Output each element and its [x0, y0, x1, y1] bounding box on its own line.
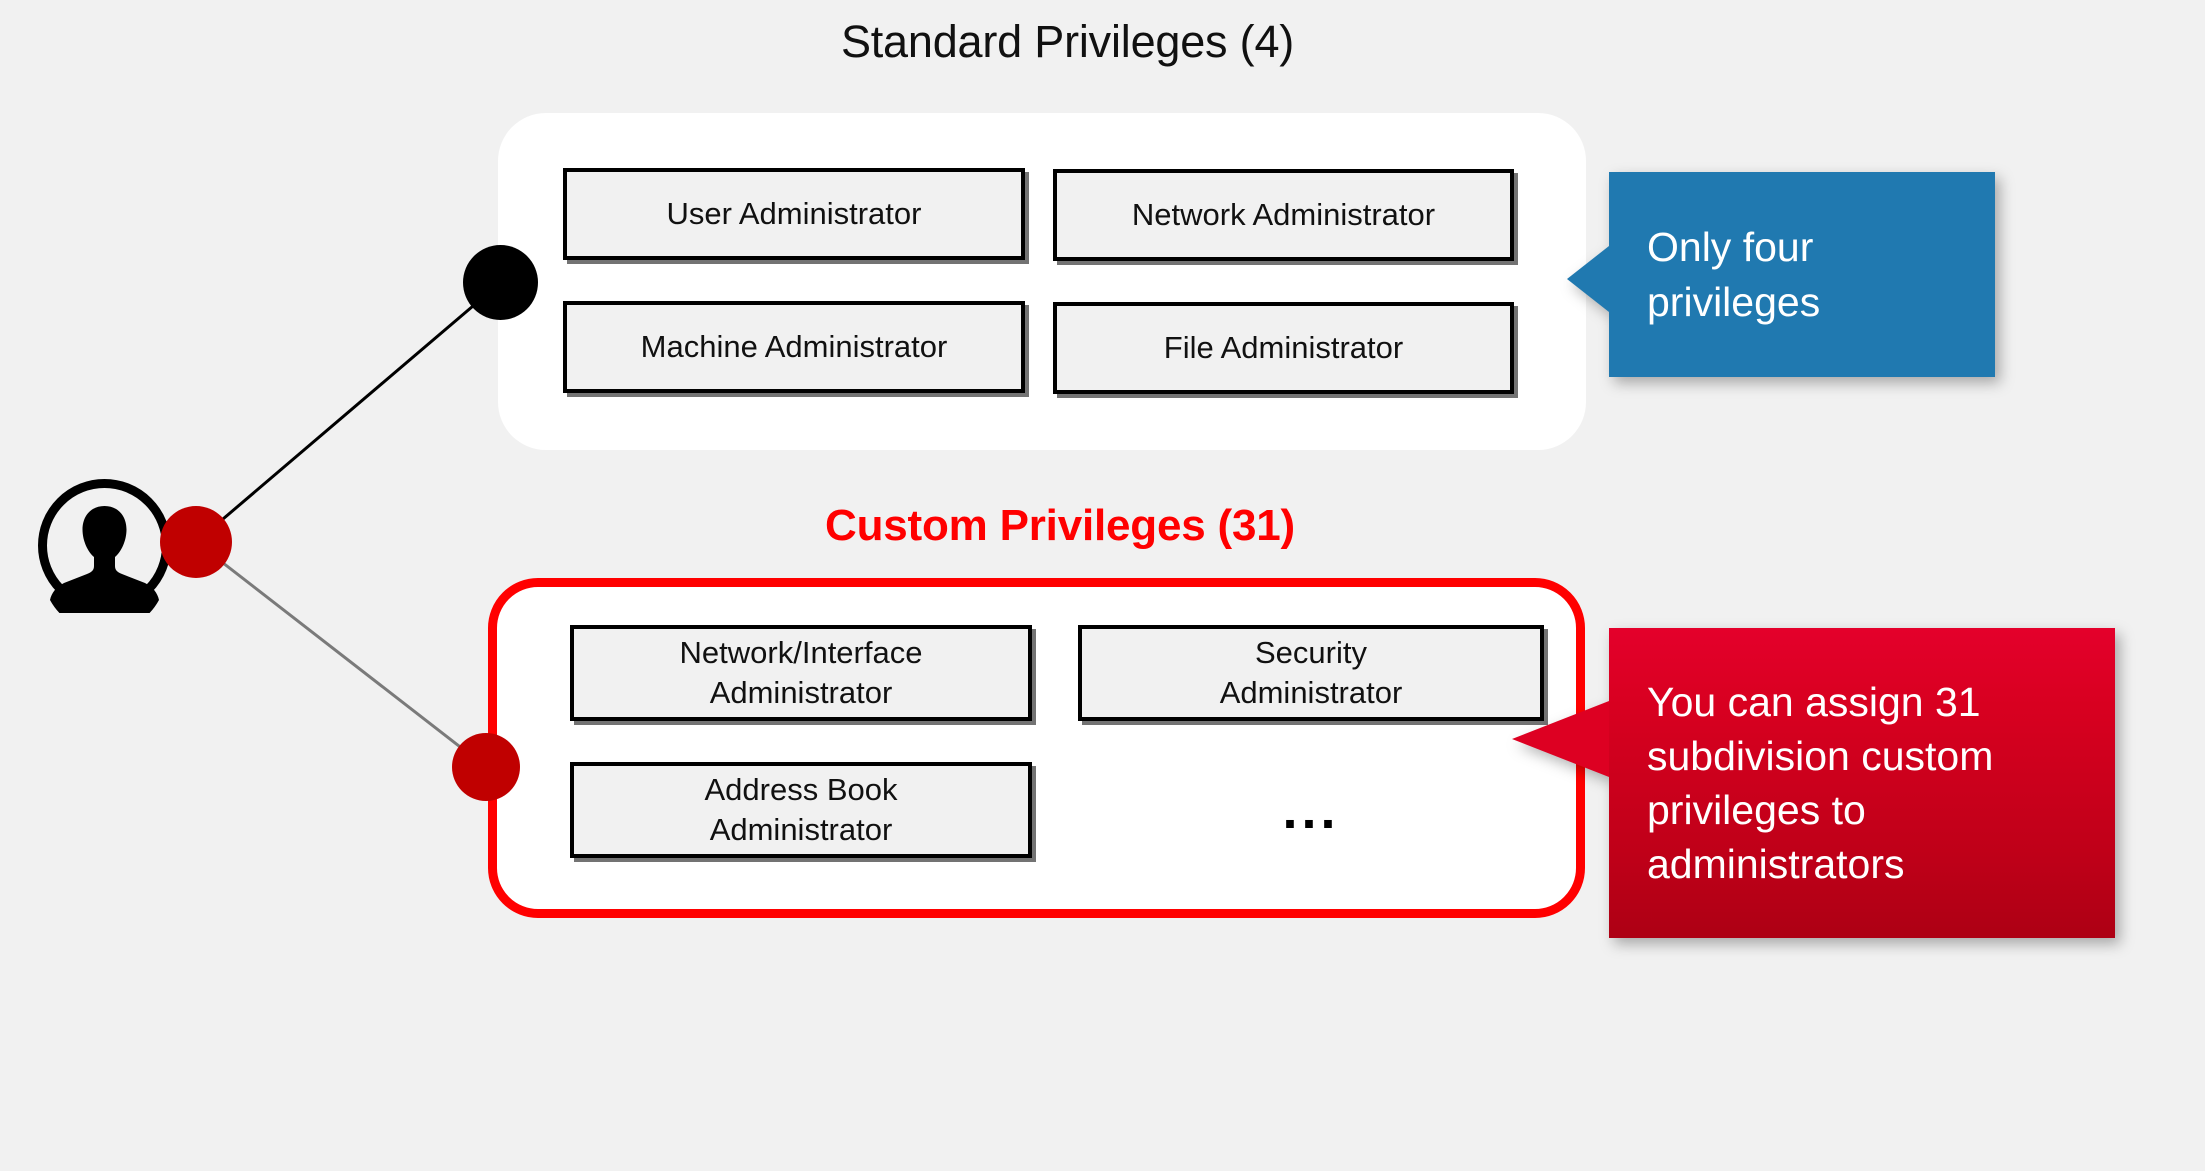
privilege-label-wrap: Network/Interface Administrator: [680, 633, 923, 712]
privilege-label-wrap: Security Administrator: [1220, 633, 1403, 712]
privilege-label-line2: Administrator: [1219, 675, 1403, 710]
callout-line2: privileges: [1647, 278, 1821, 325]
link-to-custom: [195, 540, 487, 769]
privilege-box-machine-administrator[interactable]: Machine Administrator: [563, 301, 1025, 393]
standard-privileges-panel: [498, 113, 1586, 450]
privilege-box-network-administrator[interactable]: Network Administrator: [1053, 169, 1514, 261]
root-connection-node: [160, 506, 232, 578]
more-privileges-ellipsis: ...: [1282, 779, 1340, 840]
privilege-label-line1: Address Book: [704, 772, 898, 808]
custom-privileges-title: Custom Privileges (31): [825, 501, 1295, 550]
privilege-label-line2: Administrator: [709, 812, 893, 847]
standard-branch-node: [463, 245, 538, 320]
privilege-label-wrap: Address Book Administrator: [705, 770, 898, 849]
callout-assign-custom-privileges: You can assign 31 subdivision custom pri…: [1512, 628, 2115, 938]
custom-branch-node: [452, 733, 520, 801]
privilege-box-file-administrator[interactable]: File Administrator: [1053, 302, 1514, 394]
privilege-label-line1: Security: [1255, 635, 1367, 671]
callout-line2: subdivision custom: [1647, 732, 1994, 779]
privilege-label: File Administrator: [1163, 330, 1404, 366]
privilege-box-address-book-administrator[interactable]: Address Book Administrator: [570, 762, 1032, 858]
privilege-box-network-interface-administrator[interactable]: Network/Interface Administrator: [570, 625, 1032, 721]
callout-text: Only four privileges: [1647, 220, 1820, 328]
callout-text: You can assign 31 subdivision custom pri…: [1647, 675, 1993, 891]
privilege-label-line2: Administrator: [709, 675, 893, 710]
callout-line3: privileges to: [1647, 787, 1866, 833]
privilege-label: Machine Administrator: [640, 329, 948, 365]
privilege-box-security-administrator[interactable]: Security Administrator: [1078, 625, 1544, 721]
privilege-box-user-administrator[interactable]: User Administrator: [563, 168, 1025, 260]
callout-only-four-privileges: Only four privileges: [1567, 172, 1995, 377]
callout-line1: Only four: [1647, 224, 1814, 271]
privilege-label-line1: Network/Interface: [679, 635, 923, 671]
standard-privileges-title: Standard Privileges (4): [840, 16, 1295, 67]
callout-tail-icon: [1567, 246, 1609, 312]
privilege-label: Network Administrator: [1131, 197, 1436, 233]
privilege-label: User Administrator: [666, 196, 922, 232]
user-avatar-icon: [38, 479, 171, 613]
callout-tail-icon: [1512, 701, 1609, 777]
callout-line4: administrators: [1647, 841, 1905, 888]
callout-line1: You can assign 31: [1647, 678, 1981, 725]
